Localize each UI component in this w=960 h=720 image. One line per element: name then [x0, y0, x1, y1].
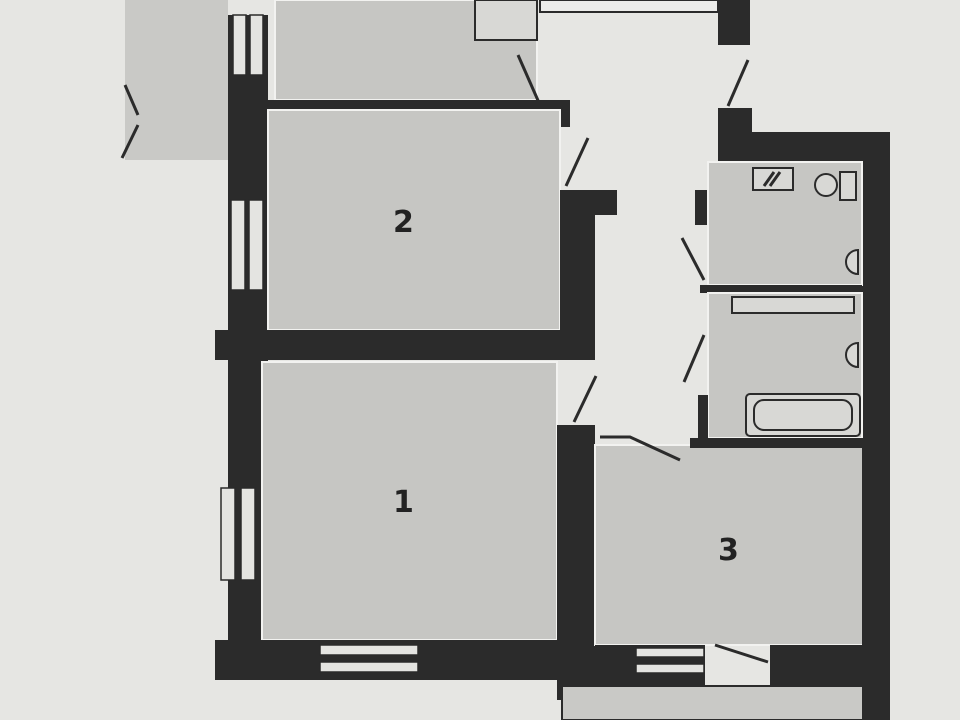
wall	[700, 285, 862, 293]
toilet-icon	[814, 173, 838, 197]
room-label-2: 2	[393, 205, 414, 240]
shelf-icon	[731, 296, 855, 314]
room-label-1: 1	[393, 485, 414, 520]
wall	[750, 132, 890, 162]
window	[319, 661, 419, 673]
room-label-3: 3	[718, 533, 739, 568]
window	[230, 199, 246, 291]
door-room-1	[572, 375, 598, 423]
wall	[215, 330, 595, 360]
bathtub-inner	[753, 399, 853, 431]
corridor-top	[539, 0, 719, 13]
washbasin-icon	[845, 248, 859, 276]
toilet-tank	[839, 171, 857, 201]
wall	[718, 0, 750, 45]
door-bathroom	[682, 334, 706, 383]
window	[249, 14, 264, 76]
wall	[560, 100, 570, 127]
balcony	[125, 0, 228, 160]
room-3	[594, 444, 866, 646]
sink-icon	[752, 167, 794, 191]
balcony-door	[120, 84, 140, 159]
room-1	[261, 361, 558, 641]
window	[240, 487, 256, 581]
room-2	[267, 109, 561, 331]
window	[635, 647, 705, 658]
door-wc	[680, 237, 706, 281]
top-fixture	[474, 0, 538, 41]
window	[232, 14, 247, 76]
door-room-3	[600, 435, 681, 462]
window	[319, 644, 419, 656]
wall	[268, 100, 570, 110]
wall	[557, 425, 595, 700]
balcony-bottom	[561, 685, 868, 720]
window	[635, 663, 705, 674]
window	[220, 487, 236, 581]
door-room-2	[564, 137, 590, 187]
washbasin-icon	[845, 341, 859, 369]
door-balcony-bottom	[714, 643, 769, 664]
sink-mark	[762, 171, 782, 187]
wall	[690, 438, 865, 448]
outer-wall-right	[862, 132, 890, 720]
window	[248, 199, 264, 291]
door-top-room	[516, 54, 542, 106]
door-corridor	[726, 59, 750, 107]
wall	[698, 395, 708, 445]
